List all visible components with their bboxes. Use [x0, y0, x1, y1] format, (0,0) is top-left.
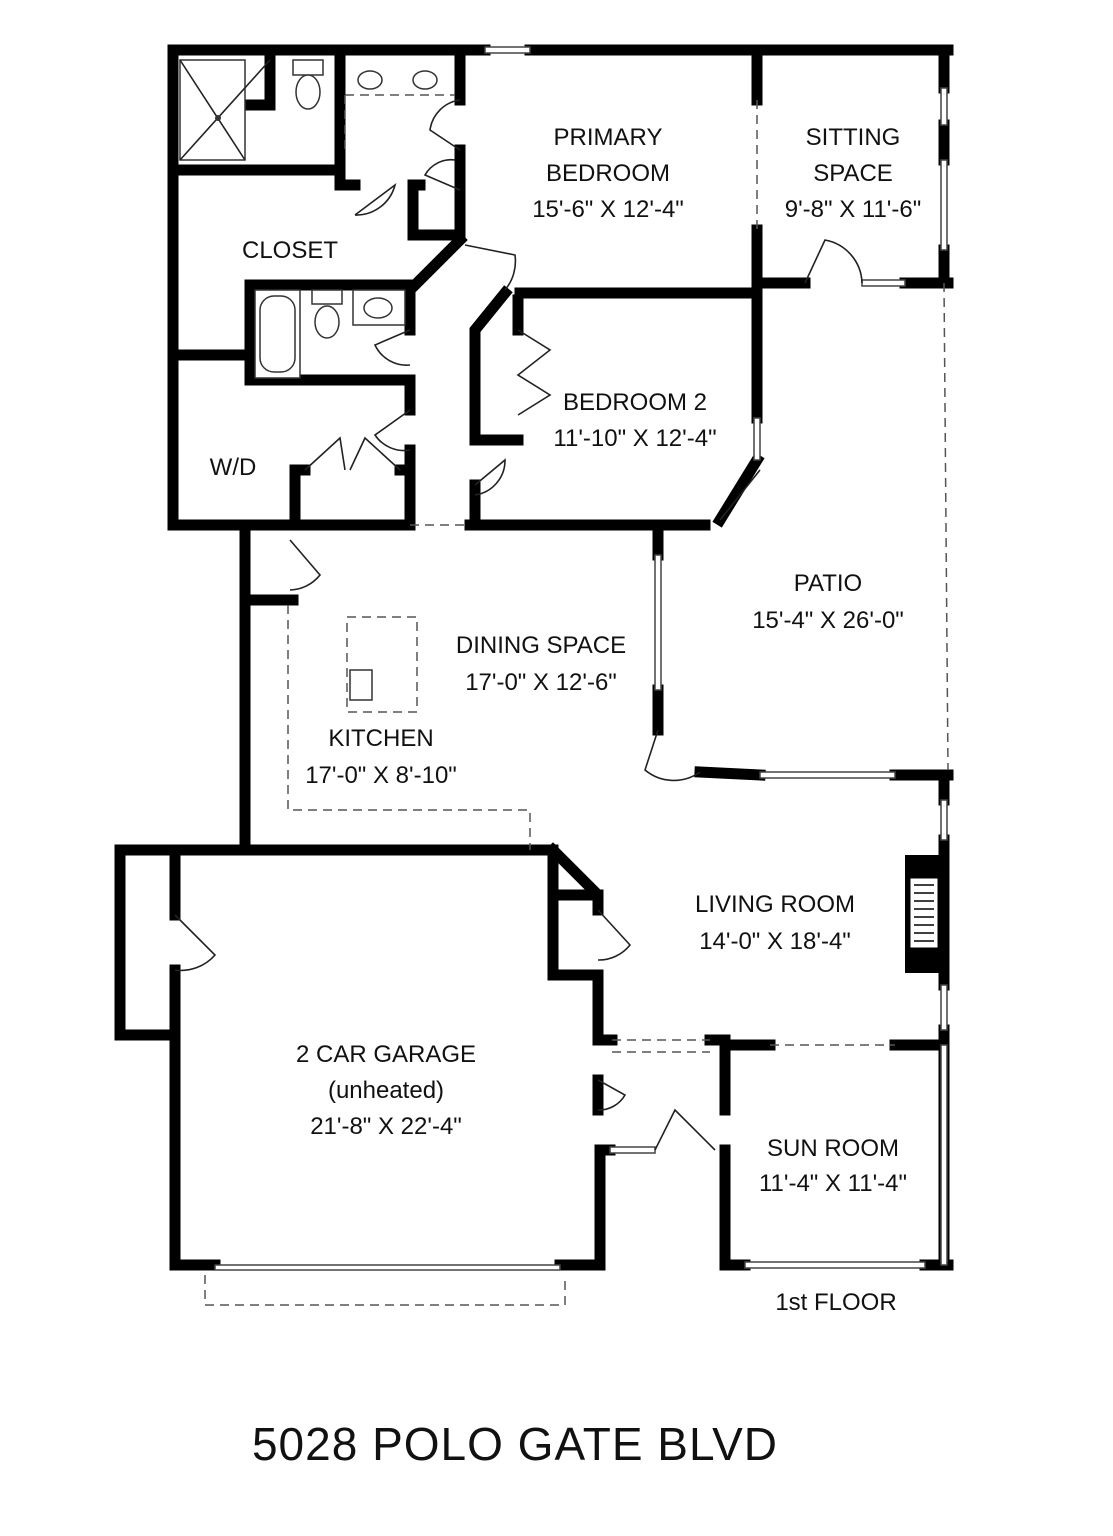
toilet-icon	[292, 59, 324, 110]
sitting-space-name-1: SITTING	[806, 124, 901, 151]
garage-name-1: 2 CAR GARAGE	[296, 1041, 476, 1068]
primary-bedroom-size: 15'-6" X 12'-4"	[532, 196, 684, 223]
sun-room-size: 11'-4" X 11'-4"	[759, 1170, 907, 1197]
dashed-lines	[204, 94, 949, 1306]
shower-icon	[179, 59, 271, 161]
windows	[214, 46, 948, 1271]
living-room-name: LIVING ROOM	[695, 891, 855, 918]
toilet-icon	[311, 289, 343, 339]
wd-name: W/D	[210, 454, 257, 481]
sink-icon	[352, 289, 406, 326]
dining-space-name: DINING SPACE	[456, 632, 626, 659]
primary-bedroom-name-2: BEDROOM	[546, 160, 670, 187]
garage-size: 21'-8" X 22'-4"	[310, 1113, 462, 1140]
floor-label: 1st FLOOR	[775, 1289, 896, 1316]
bedroom-2-size: 11'-10" X 12'-4"	[553, 425, 716, 452]
patio-size: 15'-4" X 26'-0"	[752, 607, 904, 634]
sink-icon	[357, 70, 438, 90]
garage-name-2: (unheated)	[328, 1077, 444, 1104]
closet-name: CLOSET	[242, 237, 338, 264]
island-sink-icon	[349, 669, 373, 701]
bedroom-2-name: BEDROOM 2	[563, 389, 707, 416]
address-title: 5028 POLO GATE BLVD	[252, 1418, 778, 1470]
fireplace-icon	[905, 855, 943, 973]
patio-name: PATIO	[794, 570, 862, 597]
kitchen-name: KITCHEN	[328, 725, 433, 752]
sitting-space-name-2: SPACE	[813, 160, 893, 187]
room-labels: PRIMARY BEDROOM 15'-6" X 12'-4" SITTING …	[210, 124, 922, 1197]
dining-space-size: 17'-0" X 12'-6"	[465, 669, 617, 696]
kitchen-size: 17'-0" X 8'-10"	[305, 762, 457, 789]
living-room-size: 14'-0" X 18'-4"	[699, 928, 851, 955]
bathtub-icon	[254, 289, 301, 379]
primary-bedroom-name-1: PRIMARY	[554, 124, 663, 151]
doors	[174, 99, 863, 1151]
sitting-space-size: 9'-8" X 11'-6"	[785, 196, 922, 223]
fixtures	[179, 59, 943, 973]
walls	[114, 44, 954, 1271]
sun-room-name: SUN ROOM	[767, 1135, 899, 1162]
